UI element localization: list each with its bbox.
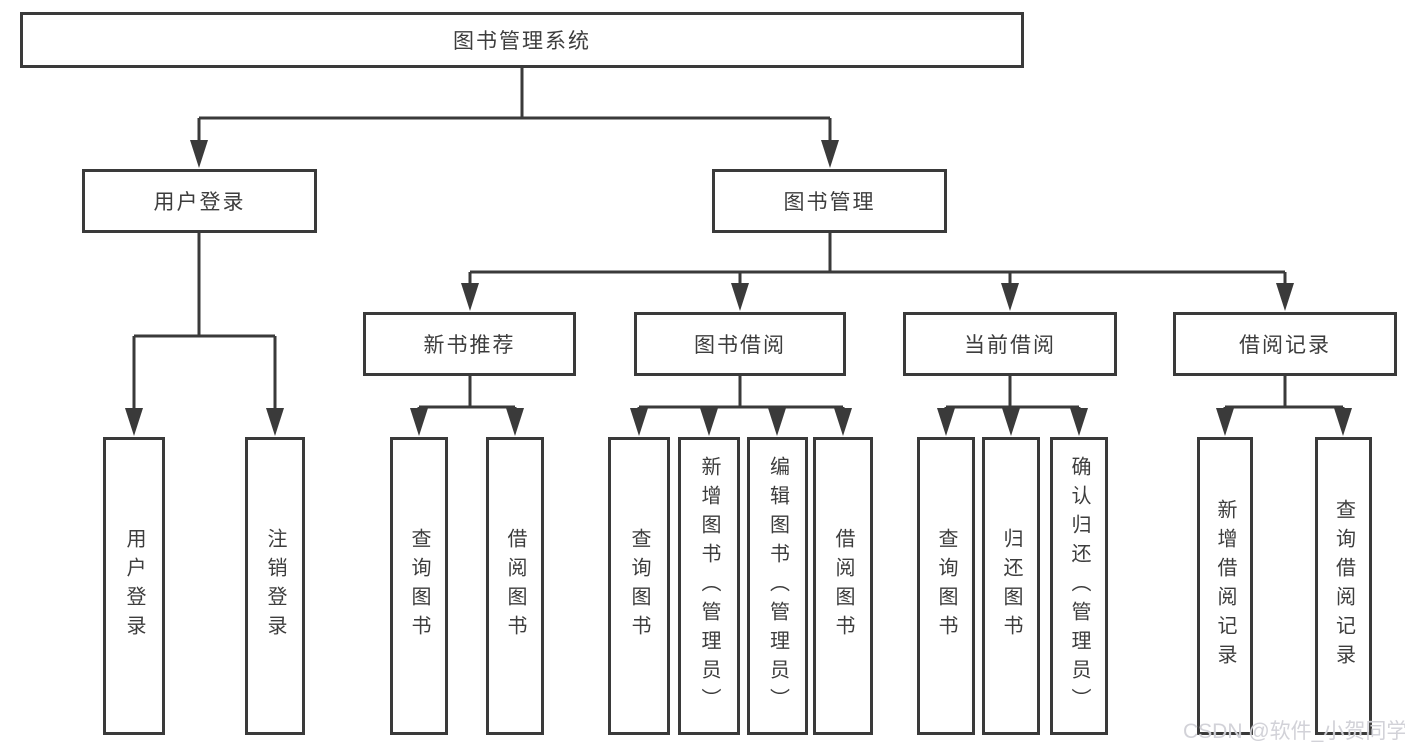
node-label: 查询图书 xyxy=(628,528,650,644)
node-book-management: 图书管理 xyxy=(712,169,947,233)
node-label: 查询借阅记录 xyxy=(1332,499,1355,673)
node-current-borrowing: 当前借阅 xyxy=(903,312,1117,376)
node-label: 编辑图书（管理员） xyxy=(766,455,789,717)
node-user-login: 用户登录 xyxy=(82,169,317,233)
node-label: 借阅记录 xyxy=(1239,334,1331,357)
leaf-query-books-current: 查询图书 xyxy=(917,437,975,735)
leaf-query-books-borrowing: 查询图书 xyxy=(608,437,670,735)
node-label: 归还图书 xyxy=(1000,528,1022,644)
node-label: 新增图书（管理员） xyxy=(698,455,720,717)
node-label: 图书管理 xyxy=(783,191,876,214)
leaf-query-books-recommend: 查询图书 xyxy=(390,437,448,735)
node-label: 借阅图书 xyxy=(504,528,526,644)
leaf-add-books-admin: 新增图书（管理员） xyxy=(678,437,740,735)
node-label: 新增借阅记录 xyxy=(1214,499,1236,673)
node-label: 用户登录 xyxy=(123,528,145,644)
node-label: 注销登录 xyxy=(264,528,286,644)
node-label: 借阅图书 xyxy=(832,528,854,644)
node-borrow-records: 借阅记录 xyxy=(1173,312,1397,376)
leaf-borrow-books-recommend: 借阅图书 xyxy=(486,437,544,735)
leaf-confirm-return-admin: 确认归还（管理员） xyxy=(1050,437,1108,735)
node-label: 用户登录 xyxy=(153,191,246,214)
node-label: 当前借阅 xyxy=(964,334,1056,357)
node-label: 图书借阅 xyxy=(694,334,786,357)
csdn-watermark: CSDN @软件_小贺同学 xyxy=(1183,720,1405,743)
leaf-borrow-books: 借阅图书 xyxy=(813,437,873,735)
leaf-logout: 注销登录 xyxy=(245,437,305,735)
leaf-edit-books-admin: 编辑图书（管理员） xyxy=(747,437,808,735)
leaf-query-borrow-record: 查询借阅记录 xyxy=(1315,437,1372,735)
node-label: 图书管理系统 xyxy=(453,30,591,53)
node-label: 查询图书 xyxy=(935,528,957,644)
node-book-borrowing: 图书借阅 xyxy=(634,312,846,376)
leaf-return-books: 归还图书 xyxy=(982,437,1040,735)
node-label: 查询图书 xyxy=(408,528,430,644)
node-label: 新书推荐 xyxy=(423,334,516,357)
leaf-user-login: 用户登录 xyxy=(103,437,165,735)
leaf-add-borrow-record: 新增借阅记录 xyxy=(1197,437,1253,735)
node-label: 确认归还（管理员） xyxy=(1068,455,1090,717)
node-library-management-system: 图书管理系统 xyxy=(20,12,1024,68)
node-new-book-recommend: 新书推荐 xyxy=(363,312,576,376)
